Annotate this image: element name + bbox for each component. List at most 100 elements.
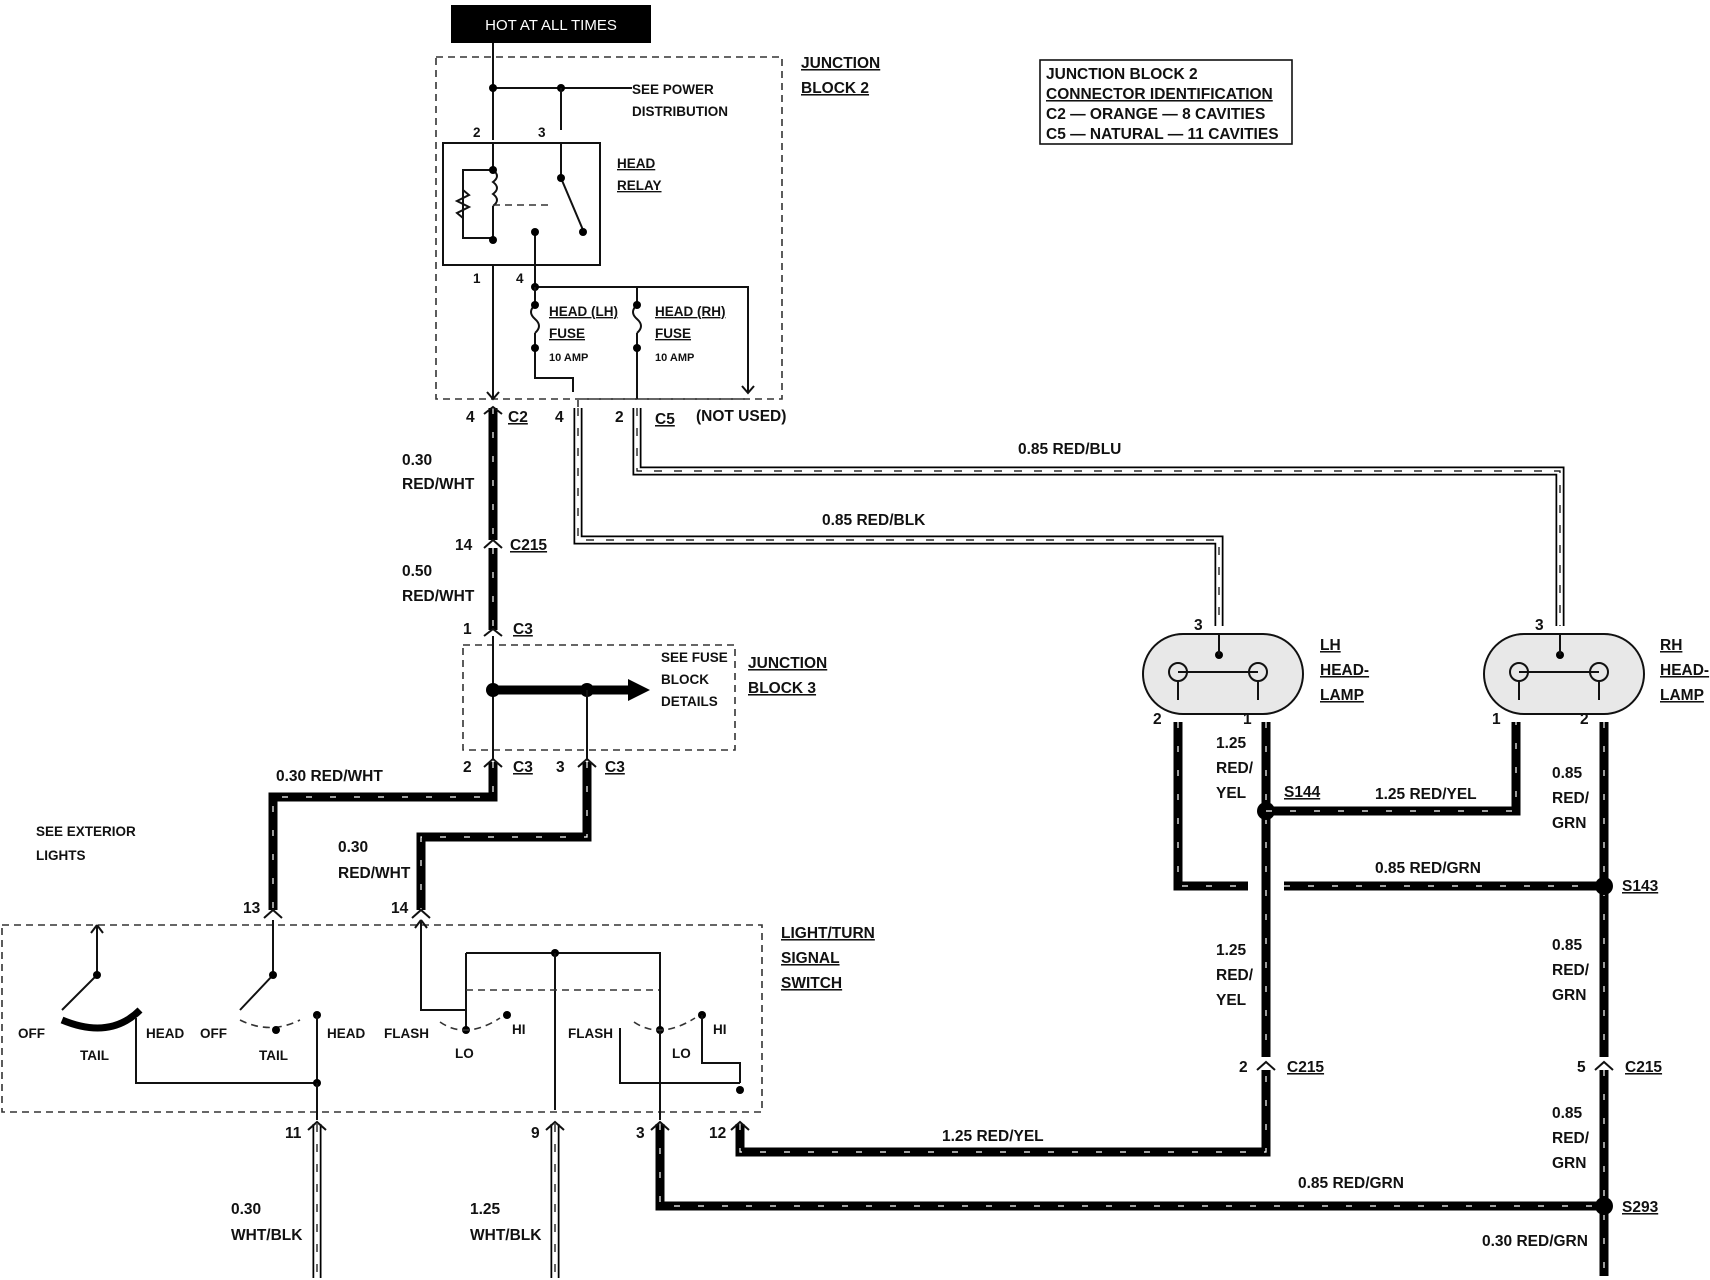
junction-block-2-label-2: BLOCK 2 (801, 80, 869, 97)
wire-label-085-redblu: 0.85 RED/BLU (1018, 441, 1121, 458)
pin3-connector-icon (650, 1120, 670, 1131)
wire-label-redwht-2: RED/WHT (402, 588, 475, 605)
dimmer-bus-wire (465, 952, 661, 1030)
switch-flash-label-2: FLASH (568, 1026, 613, 1041)
wire-label-085-redgrn-bottom: 0.85 RED/GRN (1298, 1175, 1404, 1192)
s143-splice-dot (1595, 877, 1613, 895)
wire-label-red-e: RED/ (1552, 1130, 1590, 1147)
c3-pin-1: 1 (463, 621, 472, 638)
switch-hi-label-2: HI (713, 1022, 727, 1037)
lh-filament-leads (1177, 681, 1259, 700)
fuse-lh-top-dot (531, 301, 539, 309)
c5-pin-2: 2 (615, 409, 624, 426)
switch-label-3: SWITCH (781, 975, 842, 992)
wire-label-125-b: 1.25 (1216, 942, 1247, 959)
rh-headlamp-label-2: HEAD- (1660, 662, 1709, 679)
exterior-lights-switch-arm (61, 925, 98, 1011)
fuse-lh-label-1: HEAD (LH) (549, 304, 618, 319)
wire-label-030-redgrn: 0.30 RED/GRN (1482, 1233, 1588, 1250)
wire-label-030-c: 0.30 (231, 1201, 261, 1218)
wire-red-grn-dash (659, 1124, 1604, 1207)
wire-label-yel-a: YEL (1216, 785, 1246, 802)
c215-pin5-icon (1594, 1060, 1614, 1071)
see-exterior-lights-2: LIGHTS (36, 848, 86, 863)
fuse-rh-top-dot (633, 301, 641, 309)
wire-red-wht-dash-3 (272, 762, 494, 910)
exterior-lights-pivot (93, 971, 101, 979)
wire-label-redwht: RED/WHT (402, 476, 475, 493)
wire-red-yel-s144-rh (1266, 722, 1521, 816)
s293-label: S293 (1622, 1199, 1659, 1216)
s143-label: S143 (1622, 878, 1659, 895)
s144-label: S144 (1284, 784, 1321, 801)
relay-pin-1: 1 (473, 271, 481, 286)
fuse-lh-bottom-dot (531, 344, 539, 352)
switch-off-label: OFF (18, 1026, 45, 1041)
wire-label-red-a: RED/ (1216, 760, 1254, 777)
see-power-label-1: SEE POWER (632, 82, 714, 97)
lh-headlamp-label-2: HEAD- (1320, 662, 1369, 679)
junction-block-3-label-1: JUNCTION (748, 655, 827, 672)
c3-pin-2: 2 (463, 759, 472, 776)
junction-block-3-label-2: BLOCK 3 (748, 680, 816, 697)
fuse-rh-label-1: HEAD (RH) (655, 304, 726, 319)
c3-connector-icon (483, 627, 503, 637)
pin9-connector-icon (545, 1120, 565, 1131)
flash-wire (420, 920, 466, 1011)
light-turn-signal-switch-box (1, 924, 763, 1113)
exterior-lights-arrow-icon (90, 924, 104, 934)
see-power-label-2: DISTRIBUTION (632, 104, 728, 119)
head-relay-label-1: HEAD (617, 156, 656, 171)
c215-label-top: C215 (510, 537, 547, 554)
rh-headlamp-label-3: LAMP (1660, 687, 1704, 704)
c3-label-top: C3 (513, 621, 533, 638)
wire-label-085-c: 0.85 (1552, 1105, 1583, 1122)
flash-return-wire (619, 1028, 740, 1084)
see-fuse-block-1: SEE FUSE (661, 650, 728, 665)
hi-contact-dot (503, 1011, 511, 1019)
c3-pin3-icon (577, 757, 597, 768)
pin12-connector-icon (730, 1120, 750, 1131)
c215-pin-14: 14 (455, 537, 473, 554)
rh-filament-leads (1518, 681, 1600, 700)
switch-common-wire (135, 1018, 317, 1084)
wire-label-redwht-b: RED/WHT (338, 865, 411, 882)
wire-label-yel-b: YEL (1216, 992, 1246, 1009)
lh-headlamp-label-3: LAMP (1320, 687, 1364, 704)
relay-pin-4: 4 (516, 271, 524, 286)
switch-pin14-icon (411, 908, 431, 919)
fuse-rh-rating: 10 AMP (655, 352, 694, 364)
connector-id-line-2: CONNECTOR IDENTIFICATION (1046, 86, 1273, 103)
relay-switch-pivot (557, 174, 565, 182)
relay-switch-arm (560, 143, 584, 231)
junction-block-2-label-1: JUNCTION (801, 55, 880, 72)
switch-flash-label: FLASH (384, 1026, 429, 1041)
head-relay-box (442, 142, 601, 266)
relay-pin4-dot (531, 228, 539, 236)
c2-label: C2 (508, 409, 528, 426)
not-used-label: (NOT USED) (696, 408, 786, 425)
lh-headlamp-icon (1142, 633, 1304, 715)
c3-label-3: C3 (605, 759, 625, 776)
flash-arrow-icon (414, 919, 428, 929)
rh-headlamp-icon (1483, 633, 1645, 715)
switch-pin-9: 9 (531, 1125, 540, 1142)
relay-resistor-icon (454, 189, 472, 219)
wire-red-yel-dash (739, 1070, 1267, 1153)
see-fuse-block-2: BLOCK (661, 672, 709, 687)
jb3-arrow-icon (628, 679, 650, 701)
wire-label-050: 0.50 (402, 563, 432, 580)
switch-tail-label: TAIL (80, 1048, 109, 1063)
relay-contact-dot (579, 228, 587, 236)
switch-pin-13: 13 (243, 900, 261, 917)
head-switch-arm (239, 920, 274, 1011)
wire-label-125-c: 1.25 (470, 1201, 501, 1218)
c215-label-rh: C215 (1625, 1059, 1662, 1076)
switch-pin-11: 11 (285, 1125, 302, 1142)
c5-connector-outline (577, 398, 748, 407)
relay-resistor-loop (462, 169, 493, 239)
wire-label-grn-c: GRN (1552, 1155, 1586, 1172)
c215-pin2-icon (1256, 1060, 1276, 1071)
switch-head-label-2: HEAD (327, 1026, 366, 1041)
